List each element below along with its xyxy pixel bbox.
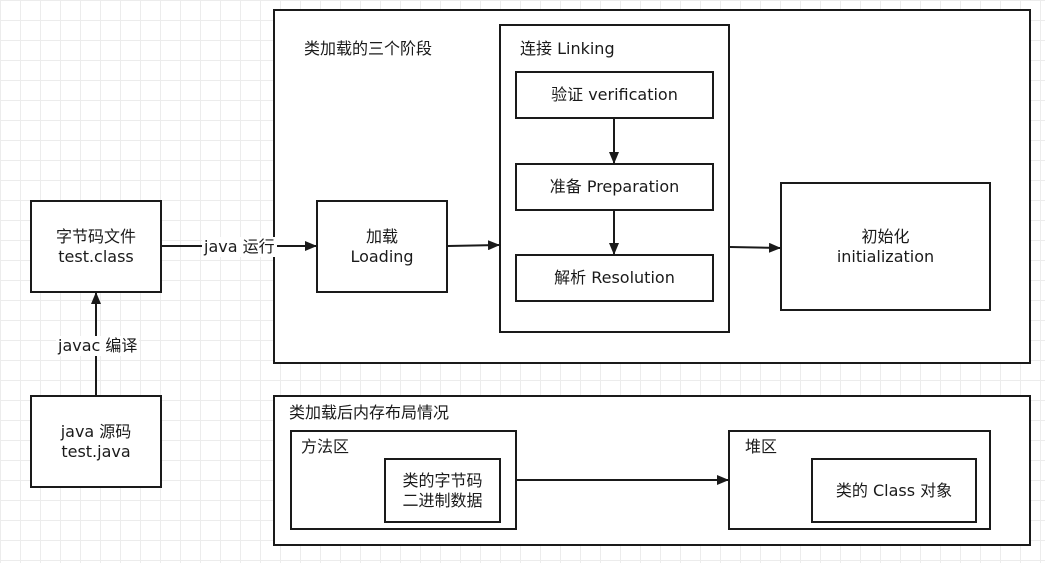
linking-title: 连接 Linking: [520, 39, 615, 58]
class-object-label: 类的 Class 对象: [835, 480, 953, 500]
source-file-node: java 源码 test.java: [30, 395, 162, 488]
verification-label: 验证 verification: [551, 85, 678, 104]
bytecode-file-name: test.class: [58, 246, 134, 266]
resolution-node: 解析 Resolution: [515, 254, 714, 302]
memory-layout-title: 类加载后内存布局情况: [289, 403, 450, 422]
source-file-name: test.java: [61, 441, 131, 461]
bytecode-binary-label-2: 二进制数据: [402, 490, 483, 510]
loading-label-zh: 加载: [365, 226, 398, 246]
run-edge-label: java 运行: [202, 237, 277, 257]
preparation-node: 准备 Preparation: [515, 163, 714, 211]
loading-node: 加载 Loading: [316, 200, 448, 293]
heap-title: 堆区: [745, 437, 778, 456]
source-file-label: java 源码: [60, 421, 132, 441]
stages-title: 类加载的三个阶段: [304, 39, 433, 58]
compile-edge-label: javac 编译: [56, 336, 140, 356]
verification-node: 验证 verification: [515, 71, 714, 119]
method-area-title: 方法区: [301, 437, 350, 456]
bytecode-binary-label-1: 类的字节码: [402, 470, 483, 490]
bytecode-file-node: 字节码文件 test.class: [30, 200, 162, 293]
initialization-label-en: initialization: [836, 246, 935, 266]
initialization-node: 初始化 initialization: [780, 182, 991, 311]
bytecode-binary-node: 类的字节码 二进制数据: [384, 458, 501, 523]
bytecode-file-label: 字节码文件: [55, 226, 136, 246]
preparation-label: 准备 Preparation: [549, 177, 680, 196]
initialization-label-zh: 初始化: [861, 226, 910, 246]
loading-label-en: Loading: [350, 246, 414, 266]
class-object-node: 类的 Class 对象: [811, 458, 977, 523]
resolution-label: 解析 Resolution: [554, 268, 675, 287]
